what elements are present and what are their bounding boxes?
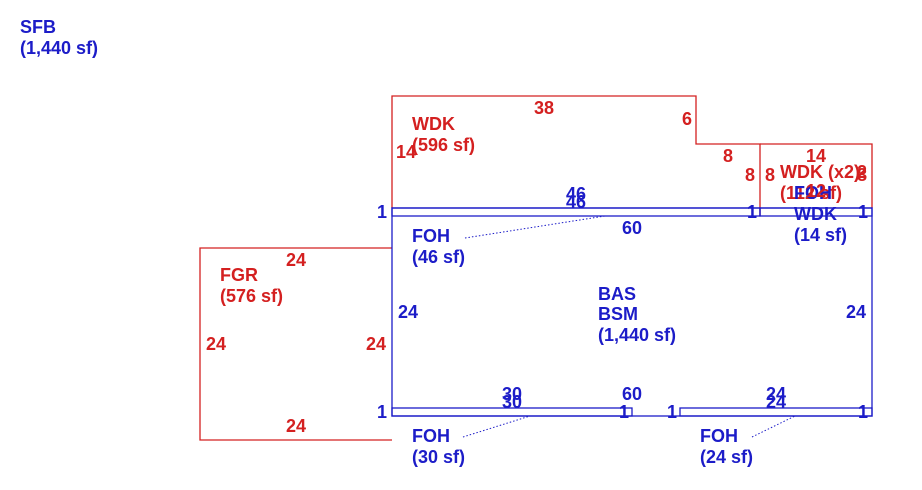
foh-bottom-right-length-b: 24 [766,392,786,412]
fgr-code: FGR [220,265,258,285]
foh-top-area: (46 sf) [412,247,465,267]
wdk-main-area: (596 sf) [412,135,475,155]
foh-bottom-left-strip[interactable] [391,407,633,417]
fgr-area: (576 sf) [220,286,283,306]
foh-top-end-left: 1 [377,202,387,222]
foh-bottom-right-leader [751,415,796,438]
wdk-small-left-dimension: 8 [745,165,755,185]
foh-top-leader [464,215,606,239]
bas-code: BAS [598,284,636,304]
wdk-small-outline[interactable] [760,143,873,208]
foh-top-code: FOH [412,226,450,246]
fgr-left-dimension: 24 [206,334,226,354]
sketch-code: SFB [20,17,56,37]
wdk-main-code: WDK [412,114,455,134]
wdk-small-top-dimension: 14 [806,146,826,166]
wdk-small-right-dimension: 8 [857,165,867,185]
foh-bottom-right-end-right: 1 [858,402,868,422]
foh-bottom-right-code: FOH [700,426,738,446]
fgr-bottom-dimension: 24 [286,416,306,436]
bas-right-dimension: 24 [846,302,866,322]
foh-top-end-right: 1 [747,202,757,222]
foh-bottom-left-length-b: 30 [502,392,522,412]
fgr-outline[interactable] [199,247,392,441]
foh-top-length-b: 46 [566,192,586,212]
foh-bottom-left-end-right: 1 [619,402,629,422]
wdk-left-dimension: 14 [396,142,416,162]
foh-bottom-left-leader [462,415,531,438]
wdk-top-dimension: 38 [534,98,554,118]
foh-small-strip[interactable] [759,207,873,217]
foh-small-area: (14 sf) [794,225,847,245]
foh-small-end: 1 [858,202,868,222]
foh-bottom-right-end-left: 1 [667,402,677,422]
fgr-top-dimension: 24 [286,250,306,270]
bas-area: (1,440 sf) [598,325,676,345]
bas-left-dimension: 24 [398,302,418,322]
foh-bottom-left-length: 30 [502,384,522,404]
foh-bottom-right-length: 24 [766,384,786,404]
foh-small-code: FOH [794,183,832,203]
wdk-small-area: (112 sf) [780,183,842,203]
bas-code-2: BSM [598,304,638,324]
wdk-small-inner-dimension: 12 [806,181,826,201]
fgr-right-dimension: 24 [366,334,386,354]
wdk-small-inner-dimension-b: 2 [857,162,867,182]
wdk-step-dimension: 6 [682,109,692,129]
foh-bottom-left-code: FOH [412,426,450,446]
bas-top-dimension: 60 [622,218,642,238]
wdk-small-left-dimension-b: 8 [765,165,775,185]
wdk-small-code: WDK (x2) [780,162,860,182]
foh-bottom-right-strip[interactable] [679,407,873,417]
wdk-main-outline[interactable] [391,95,761,208]
foh-small-extra: WDK [794,204,837,224]
foh-bottom-left-area: (30 sf) [412,447,465,467]
bas-bottom-dimension: 60 [622,384,642,404]
foh-top-length: 46 [566,184,586,204]
sketch-total-area: (1,440 sf) [20,38,98,58]
foh-bottom-left-end-left: 1 [377,402,387,422]
foh-bottom-right-area: (24 sf) [700,447,753,467]
wdk-right-dimension: 8 [723,146,733,166]
